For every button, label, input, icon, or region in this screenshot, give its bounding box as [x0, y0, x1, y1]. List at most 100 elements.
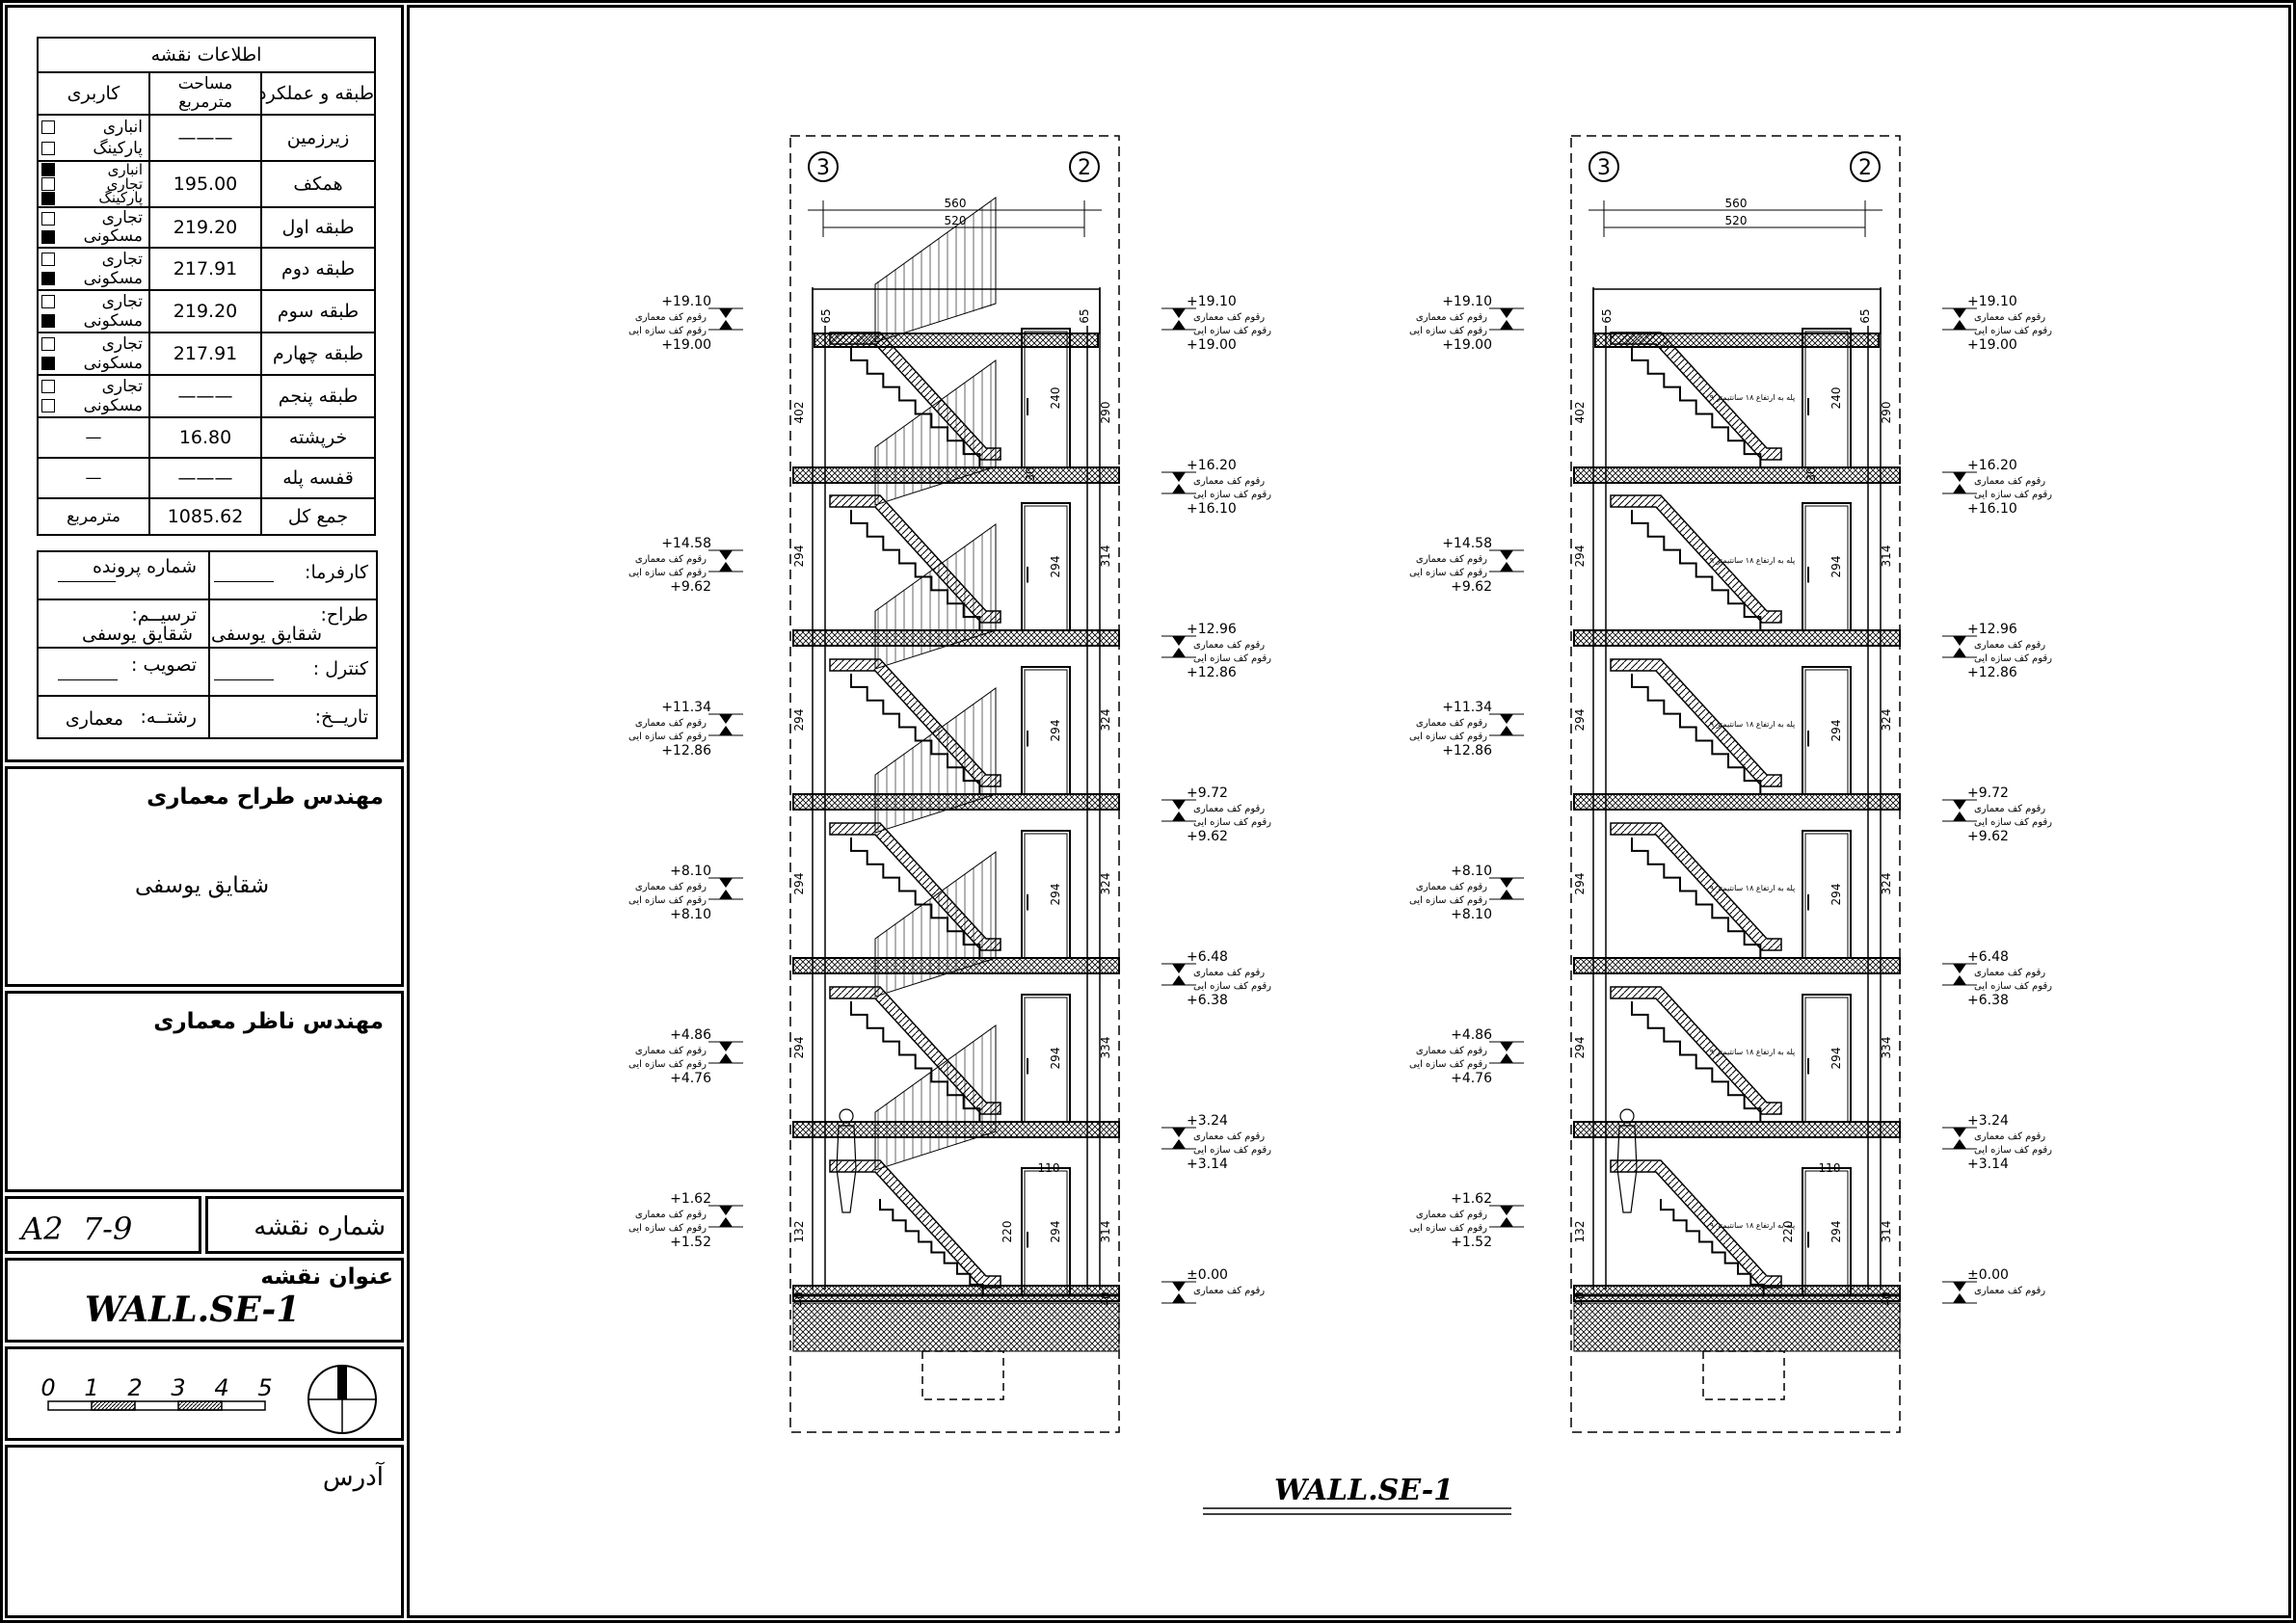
level-marker-icon — [1500, 878, 1513, 888]
level-structure-label: رقوم کف سازه ایی — [1409, 1223, 1487, 1234]
level-top: +9.72 — [1187, 785, 1228, 801]
usage-checkbox[interactable] — [41, 337, 55, 351]
usage-checkbox[interactable] — [41, 142, 55, 155]
dim-560: 560 — [945, 197, 967, 210]
railing — [874, 197, 997, 343]
floor-area: 195.00 — [148, 160, 263, 208]
usage-checkbox[interactable] — [41, 120, 55, 134]
floor-area: 219.20 — [148, 206, 263, 249]
door — [1021, 1167, 1071, 1296]
stair-flight — [850, 838, 998, 959]
stair-note: ۹ پله به ارتفاع ۱۸ سانتیمتر — [1710, 556, 1796, 565]
ground-fill — [1573, 1302, 1901, 1352]
floor-slab — [1573, 1121, 1901, 1138]
info-panel: اطلاعات نقشه طبقه و عملکرد مساحت مترمربع… — [5, 5, 404, 762]
usage-checkbox[interactable] — [41, 380, 55, 393]
stair-slab — [829, 332, 1001, 461]
level-top: +11.34 — [661, 700, 711, 715]
level-finish-label: رقوم کف معماری — [1974, 1131, 2045, 1142]
level-marker-icon — [1500, 1217, 1513, 1227]
dim-storey-right: 290 — [1099, 402, 1112, 424]
dim-door: 294 — [1049, 884, 1062, 906]
level-top: ±0.00 — [1187, 1267, 1228, 1283]
dim-storey-right: 314 — [1880, 1221, 1893, 1243]
level-marker-icon — [1953, 1139, 1966, 1149]
file-number-label: شماره پرونده — [92, 556, 197, 577]
level-marker-icon — [1500, 714, 1513, 724]
usage-checkbox[interactable] — [41, 295, 55, 308]
level-finish-label: رقوم کف معماری — [1193, 804, 1265, 814]
level-marker-icon — [719, 726, 733, 735]
floor-usage: — — [36, 457, 151, 499]
level-marker-icon — [1500, 726, 1513, 735]
usage-checkbox[interactable] — [41, 177, 55, 191]
level-top: +8.10 — [670, 864, 711, 879]
usage-checkbox[interactable] — [41, 229, 55, 244]
door — [1802, 502, 1852, 631]
door-frame — [1804, 833, 1849, 959]
info-row: قفسه پله———— — [36, 457, 377, 499]
door — [1021, 994, 1071, 1123]
usage-checkbox[interactable] — [41, 272, 55, 285]
level-marker-icon — [1172, 975, 1186, 985]
usage-label: مسکونی — [83, 311, 144, 331]
level-bottom: +4.76 — [670, 1071, 711, 1086]
usage-option: انباری — [40, 163, 143, 177]
level-top: +4.86 — [670, 1027, 711, 1043]
door — [1802, 830, 1852, 959]
level-marker-icon — [1500, 562, 1513, 572]
human-figure-icon — [836, 1125, 857, 1213]
usage-label: تجاری — [101, 250, 144, 269]
stair-note: ۹ پله به ارتفاع ۱۸ سانتیمتر — [1710, 393, 1796, 402]
floor-name: همکف — [260, 160, 377, 208]
level-bottom: +8.10 — [670, 907, 711, 922]
usage-option: پارکینگ — [40, 191, 143, 205]
usage-checkbox[interactable] — [41, 253, 55, 266]
usage-option: تجاری — [40, 174, 144, 193]
usage-label: انباری — [102, 118, 144, 137]
door-frame — [1024, 331, 1068, 468]
usage-option: تجاری — [40, 334, 143, 354]
level-marker-icon — [1953, 812, 1966, 821]
usage-checkbox[interactable] — [41, 399, 55, 412]
usage-checkbox[interactable] — [41, 211, 55, 226]
level-top: +14.58 — [661, 536, 711, 551]
level-structure-label: رقوم کف سازه ایی — [1409, 895, 1487, 906]
door-frame — [1804, 1170, 1849, 1296]
level-bottom: +6.38 — [1187, 993, 1228, 1008]
floor-name: خرپشته — [260, 416, 377, 459]
level-structure-label: رقوم کف سازه ایی — [628, 1059, 707, 1070]
level-bottom: +9.62 — [1451, 579, 1492, 595]
floor-slab — [1573, 466, 1901, 484]
usage-checkbox[interactable] — [41, 357, 55, 370]
level-structure-label: رقوم کف سازه ایی — [1193, 326, 1271, 336]
level-marker-icon — [1172, 636, 1186, 646]
level-finish-label: رقوم کف معماری — [1193, 476, 1265, 487]
level-bottom: +19.00 — [1442, 337, 1492, 353]
usage-checkbox[interactable] — [41, 163, 55, 177]
stair-slab — [829, 986, 1001, 1115]
usage-label: تجاری — [106, 174, 144, 193]
header-usage: کاربری — [36, 71, 151, 116]
usage-checkbox[interactable] — [41, 314, 55, 328]
floor-slab — [1573, 629, 1901, 647]
floor-usage: مترمربع — [36, 497, 151, 536]
section-boundary — [1570, 135, 1901, 1433]
designer-panel-name: شقایق یوسفی — [135, 873, 270, 898]
scale-label: 5 — [257, 1374, 272, 1401]
level-bottom: +9.62 — [1967, 829, 2009, 844]
dim-ground-door-width: 110 — [1038, 1161, 1060, 1175]
level-marker-icon — [1500, 890, 1513, 899]
level-marker-icon — [1172, 1139, 1186, 1149]
level-top: +8.10 — [1451, 864, 1492, 879]
level-finish-label: رقوم کف معماری — [1416, 1046, 1487, 1056]
usage-option: تجاری — [40, 209, 143, 227]
floor-name: قفسه پله — [260, 457, 377, 499]
usage-option: مسکونی — [40, 227, 143, 246]
floor-slab — [792, 1285, 1120, 1302]
dim-door: 294 — [1049, 1221, 1062, 1243]
usage-checkbox[interactable] — [41, 191, 55, 205]
